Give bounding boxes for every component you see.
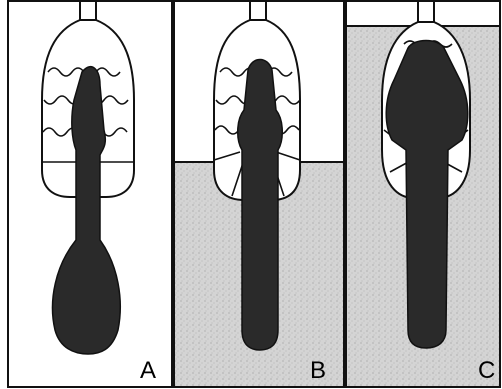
panel-a-label: A: [140, 357, 156, 384]
panel-c: C: [346, 1, 500, 387]
panel-b: B: [174, 1, 344, 387]
panel-c-label: C: [478, 357, 495, 384]
panel-a: A: [8, 1, 172, 387]
panel-b-dark-body: [238, 60, 283, 351]
panel-b-label: B: [310, 357, 326, 384]
